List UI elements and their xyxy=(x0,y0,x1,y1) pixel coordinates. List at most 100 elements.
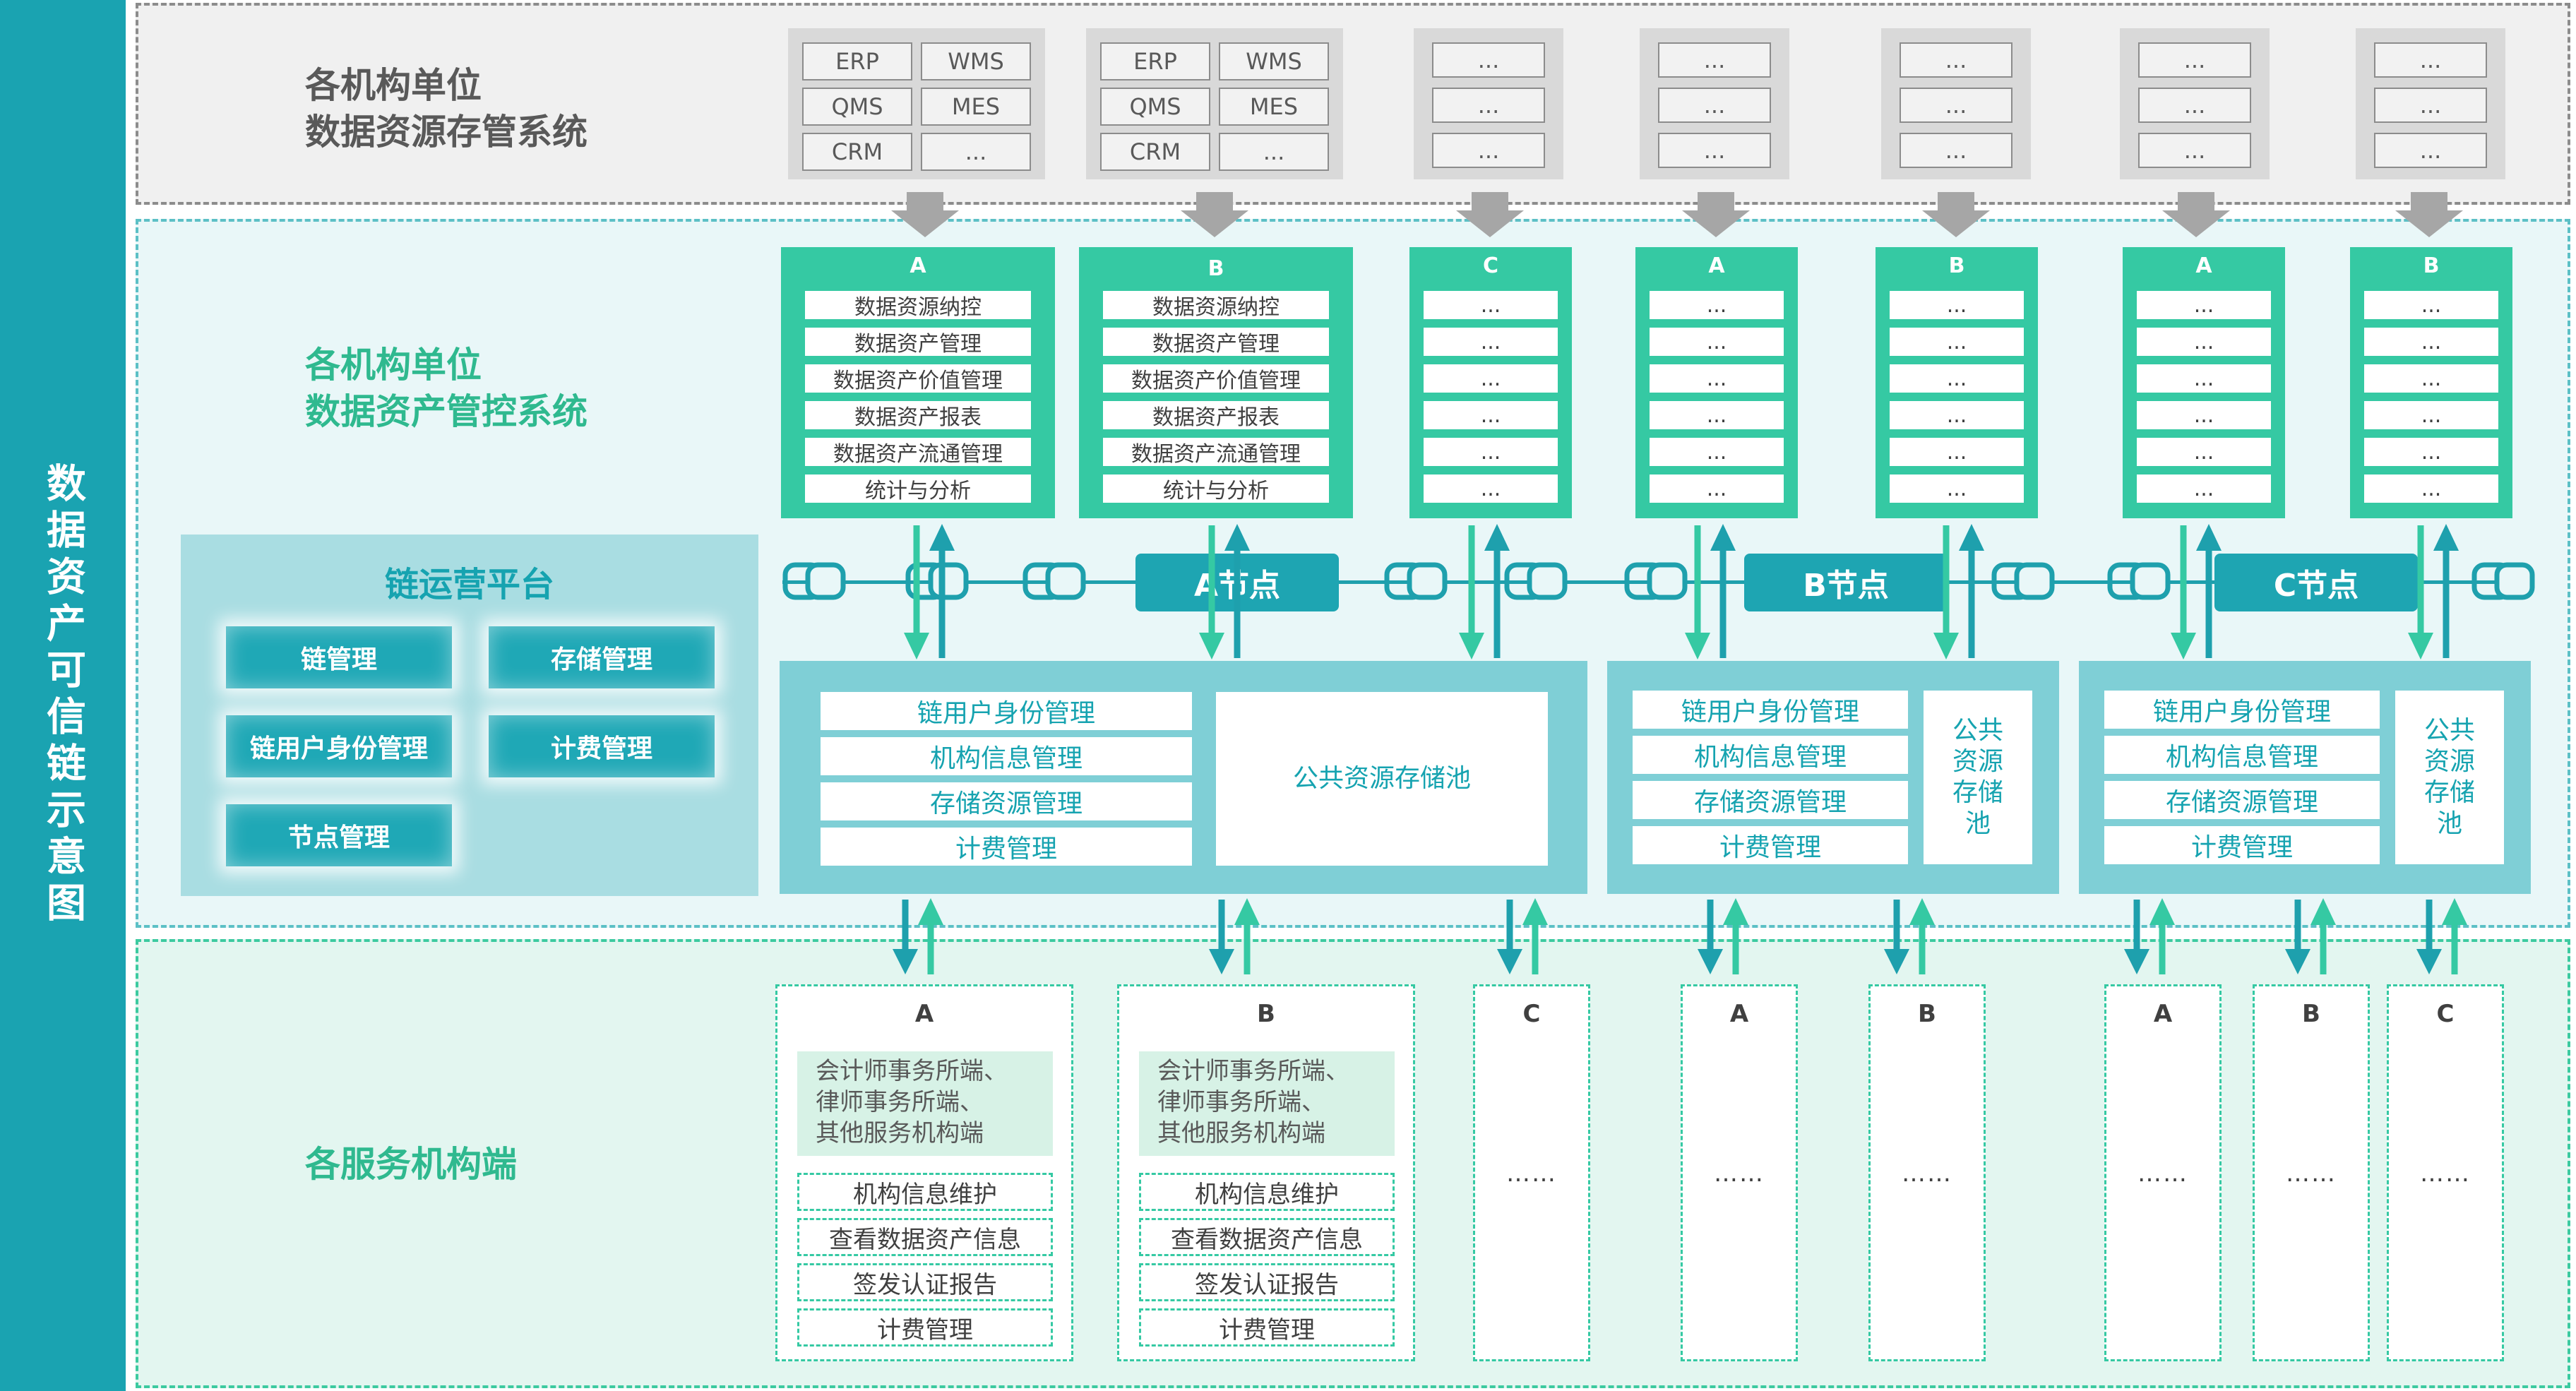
storage-cell: ... xyxy=(1658,133,1771,168)
module-item: 数据资产管理 xyxy=(1103,328,1329,357)
module-item: ... xyxy=(2137,364,2271,393)
module-item: ... xyxy=(2364,364,2498,393)
storage-cell: ... xyxy=(1432,88,1545,123)
bidirectional-arrow-icon xyxy=(1698,898,1748,974)
bidirectional-arrow-icon xyxy=(1884,898,1935,974)
bidirectional-arrow-icon xyxy=(2408,524,2459,659)
module-letter: A xyxy=(910,253,926,278)
chain-link-icon xyxy=(2107,562,2171,600)
node-label-c: C节点 xyxy=(2214,554,2418,611)
control-module-b: B 数据资源纳控 数据资产管理 数据资产价值管理 数据资产报表 数据资产流通管理… xyxy=(1079,247,1353,518)
bidirectional-arrow-icon xyxy=(2285,898,2336,974)
control-band-title-line-2: 数据资产管控系统 xyxy=(305,391,588,432)
module-item: ... xyxy=(1890,474,2024,503)
node-management-button[interactable]: 节点管理 xyxy=(226,804,452,866)
storage-management-button[interactable]: 存储管理 xyxy=(489,626,715,688)
module-item: ... xyxy=(1424,474,1558,503)
storage-system-1: ERP WMS QMS MES CRM ... xyxy=(788,28,1045,179)
storage-cell: ... xyxy=(2138,88,2251,123)
module-item: 数据资产流通管理 xyxy=(805,438,1031,467)
storage-cell: MES xyxy=(921,88,1031,126)
bidirectional-arrow-icon xyxy=(1933,524,1984,659)
module-item: ... xyxy=(2137,438,2271,466)
bidirectional-arrow-icon xyxy=(2416,898,2467,974)
control-module-a2: A ... ... ... ... ... ... xyxy=(1635,247,1798,518)
control-module-a3: A ... ... ... ... ... ... xyxy=(2123,247,2285,518)
down-arrow-icon xyxy=(2395,192,2463,237)
control-module-a: A 数据资源纳控 数据资产管理 数据资产价值管理 数据资产报表 数据资产流通管理… xyxy=(781,247,1055,518)
service-item: 计费管理 xyxy=(1139,1308,1395,1347)
node-item: 计费管理 xyxy=(821,828,1192,866)
module-item: 数据资源纳控 xyxy=(805,291,1031,320)
service-description: 会计师事务所端、 律师事务所端、 其他服务机构端 xyxy=(1139,1051,1395,1156)
bidirectional-arrow-icon xyxy=(2171,524,2222,659)
module-item: ... xyxy=(1424,401,1558,429)
storage-cell: MES xyxy=(1219,88,1329,126)
service-column-a3: A …… xyxy=(2104,984,2222,1361)
storage-cell: WMS xyxy=(1219,42,1329,80)
storage-system-6: ... ... ... xyxy=(2120,28,2270,179)
service-letter: B xyxy=(2302,1000,2320,1028)
storage-cell: ... xyxy=(2374,42,2487,78)
billing-management-button[interactable]: 计费管理 xyxy=(489,715,715,777)
chain-operation-platform: 链运营平台 链管理 存储管理 链用户身份管理 计费管理 节点管理 xyxy=(181,535,758,896)
chain-link-icon xyxy=(1504,562,1568,600)
storage-cell: ERP xyxy=(1100,42,1210,80)
storage-cell: ... xyxy=(1658,88,1771,123)
storage-cell: ... xyxy=(1900,133,2012,168)
chain-management-button[interactable]: 链管理 xyxy=(226,626,452,688)
control-module-b3: B ... ... ... ... ... ... xyxy=(2350,247,2512,518)
module-item: 数据资产价值管理 xyxy=(1103,364,1329,393)
service-letter: A xyxy=(2153,1000,2173,1028)
module-item: ... xyxy=(1650,401,1784,429)
storage-cell: ... xyxy=(1900,88,2012,123)
chain-link-icon xyxy=(1022,562,1086,600)
node-item: 链用户身份管理 xyxy=(821,692,1192,730)
platform-title: 链运营平台 xyxy=(384,565,554,604)
service-letter: B xyxy=(1257,1000,1275,1028)
module-item: ... xyxy=(1890,328,2024,356)
node-panel-b: 链用户身份管理 机构信息管理 存储资源管理 计费管理 公共 资源 存储 池 xyxy=(1607,661,2059,894)
control-band-title-line-1: 各机构单位 xyxy=(305,345,482,386)
down-arrow-icon xyxy=(1456,192,1524,237)
storage-system-7: ... ... ... xyxy=(2356,28,2505,179)
node-item: 机构信息管理 xyxy=(1633,736,1908,774)
service-item: 签发认证报告 xyxy=(797,1263,1053,1301)
chain-link-icon xyxy=(2471,562,2535,600)
service-ellipsis: …… xyxy=(2286,1159,2337,1188)
chain-link-icon xyxy=(1384,562,1448,600)
service-item: 机构信息维护 xyxy=(797,1173,1053,1211)
module-item: ... xyxy=(2364,474,2498,503)
storage-cell: ... xyxy=(1432,133,1545,168)
service-column-b3: B …… xyxy=(2253,984,2370,1361)
module-letter: A xyxy=(2195,253,2212,278)
node-item: 存储资源管理 xyxy=(821,782,1192,820)
down-arrow-icon xyxy=(1181,192,1248,237)
module-item: 数据资产管理 xyxy=(805,328,1031,357)
node-item: 存储资源管理 xyxy=(1633,781,1908,819)
node-item: 计费管理 xyxy=(1633,826,1908,864)
storage-cell: ERP xyxy=(802,42,912,80)
module-item: ... xyxy=(1424,328,1558,356)
module-letter: A xyxy=(1708,253,1725,278)
service-column-b2: B …… xyxy=(1868,984,1986,1361)
bidirectional-arrow-icon xyxy=(1685,524,1736,659)
storage-cell: ... xyxy=(1900,42,2012,78)
module-item: 统计与分析 xyxy=(805,474,1031,503)
storage-cell: ... xyxy=(2374,133,2487,168)
control-module-b2: B ... ... ... ... ... ... xyxy=(1876,247,2038,518)
bidirectional-arrow-icon xyxy=(1199,524,1250,659)
storage-system-2: ERP WMS QMS MES CRM ... xyxy=(1086,28,1343,179)
node-panel-c: 链用户身份管理 机构信息管理 存储资源管理 计费管理 公共 资源 存储 池 xyxy=(2079,661,2531,894)
service-letter: B xyxy=(1918,1000,1936,1028)
module-item: 数据资源纳控 xyxy=(1103,291,1329,320)
module-item: ... xyxy=(1890,438,2024,466)
module-item: ... xyxy=(2137,328,2271,356)
service-column-a: A 会计师事务所端、 律师事务所端、 其他服务机构端 机构信息维护 查看数据资产… xyxy=(775,984,1073,1361)
public-storage-pool: 公共 资源 存储 池 xyxy=(2395,691,2504,864)
service-item: 查看数据资产信息 xyxy=(1139,1218,1395,1256)
module-item: ... xyxy=(1424,364,1558,393)
chain-user-identity-button[interactable]: 链用户身份管理 xyxy=(226,715,452,777)
service-ellipsis: …… xyxy=(1506,1159,1557,1188)
module-letter: C xyxy=(1482,253,1499,278)
